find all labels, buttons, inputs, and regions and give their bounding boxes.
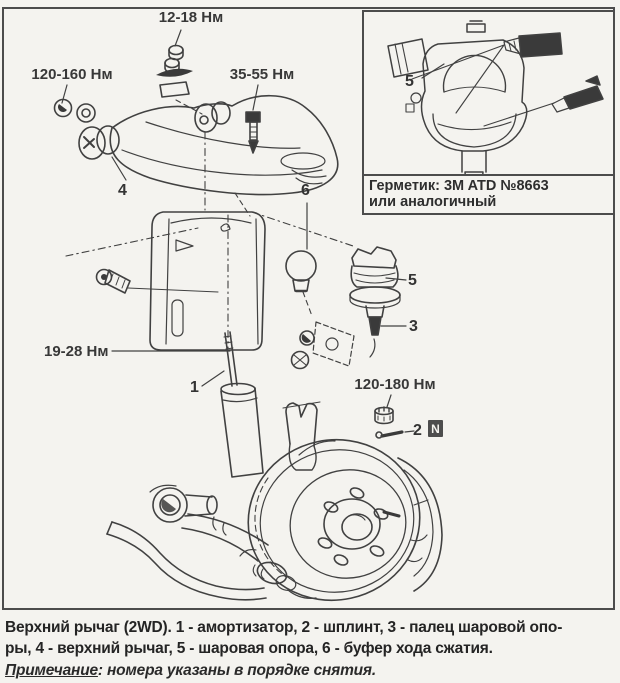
torque-label-top-stack: 12-18 Нм (158, 9, 224, 26)
figure-note: Примечание: номера указаны в порядке сня… (5, 662, 615, 680)
torque-label-arm-bolt: 35-55 Нм (229, 66, 295, 83)
shock-absorber (220, 331, 264, 478)
suspension-diagram (53, 29, 443, 602)
callout-2-cotter-pin: 2 (413, 422, 422, 439)
callout-4-upper-arm: 4 (118, 182, 127, 199)
callout-6-bump-stop: 6 (301, 182, 310, 199)
steering-knuckle (282, 401, 321, 471)
torque-label-bracket-bolt: 19-28 Нм (44, 343, 109, 360)
sealant-line1: Герметик: 3M ATD №8663 (369, 178, 549, 194)
new-part-badge: N (428, 420, 443, 437)
ball-joint-inset-drawing (387, 20, 604, 176)
centerlines (65, 131, 357, 349)
callout-3-ball-stud: 3 (409, 318, 418, 335)
ball-joint (349, 246, 401, 358)
caption-line1: Верхний рычаг (2WD). 1 - амортизатор, 2 … (5, 619, 563, 636)
castle-nut (374, 406, 394, 425)
small-fasteners (290, 330, 315, 370)
brake-disc-hub (247, 438, 443, 602)
left-pivot-nuts (53, 98, 96, 123)
bracket-bolt (95, 268, 219, 294)
figure-frame (2, 7, 615, 610)
upper-control-arm (78, 94, 339, 196)
figure-area: Герметик: 3M ATD №8663 или аналогичный 1… (2, 7, 615, 610)
note-text: : номера указаны в порядке снятия. (97, 662, 376, 679)
leader-lines (61, 29, 415, 433)
lower-arm-stabilizer (106, 484, 317, 601)
sealant-line2: или аналогичный (369, 194, 497, 210)
arm-bolt (245, 111, 261, 154)
callout-1-shock: 1 (190, 379, 199, 396)
note-label: Примечание (5, 662, 98, 679)
torque-label-stud-nut: 120-180 Нм (354, 376, 436, 393)
callout-5-ball-joint: 5 (408, 272, 417, 289)
cotter-pin (375, 430, 404, 439)
mounting-bracket (149, 211, 266, 351)
sealant-inset-box: Герметик: 3M ATD №8663 или аналогичный (362, 10, 615, 215)
callout-5-inset: 5 (405, 73, 414, 90)
figure-caption: Верхний рычаг (2WD). 1 - амортизатор, 2 … (0, 612, 620, 680)
top-fastener-stack (156, 44, 193, 98)
caption-line2: ры, 4 - верхний рычаг, 5 - шаровая опора… (5, 640, 493, 657)
torque-label-left-nuts: 120-160 Нм (31, 66, 113, 83)
sealant-note: Герметик: 3M ATD №8663 или аналогичный (364, 174, 613, 213)
bump-stop (285, 250, 355, 367)
